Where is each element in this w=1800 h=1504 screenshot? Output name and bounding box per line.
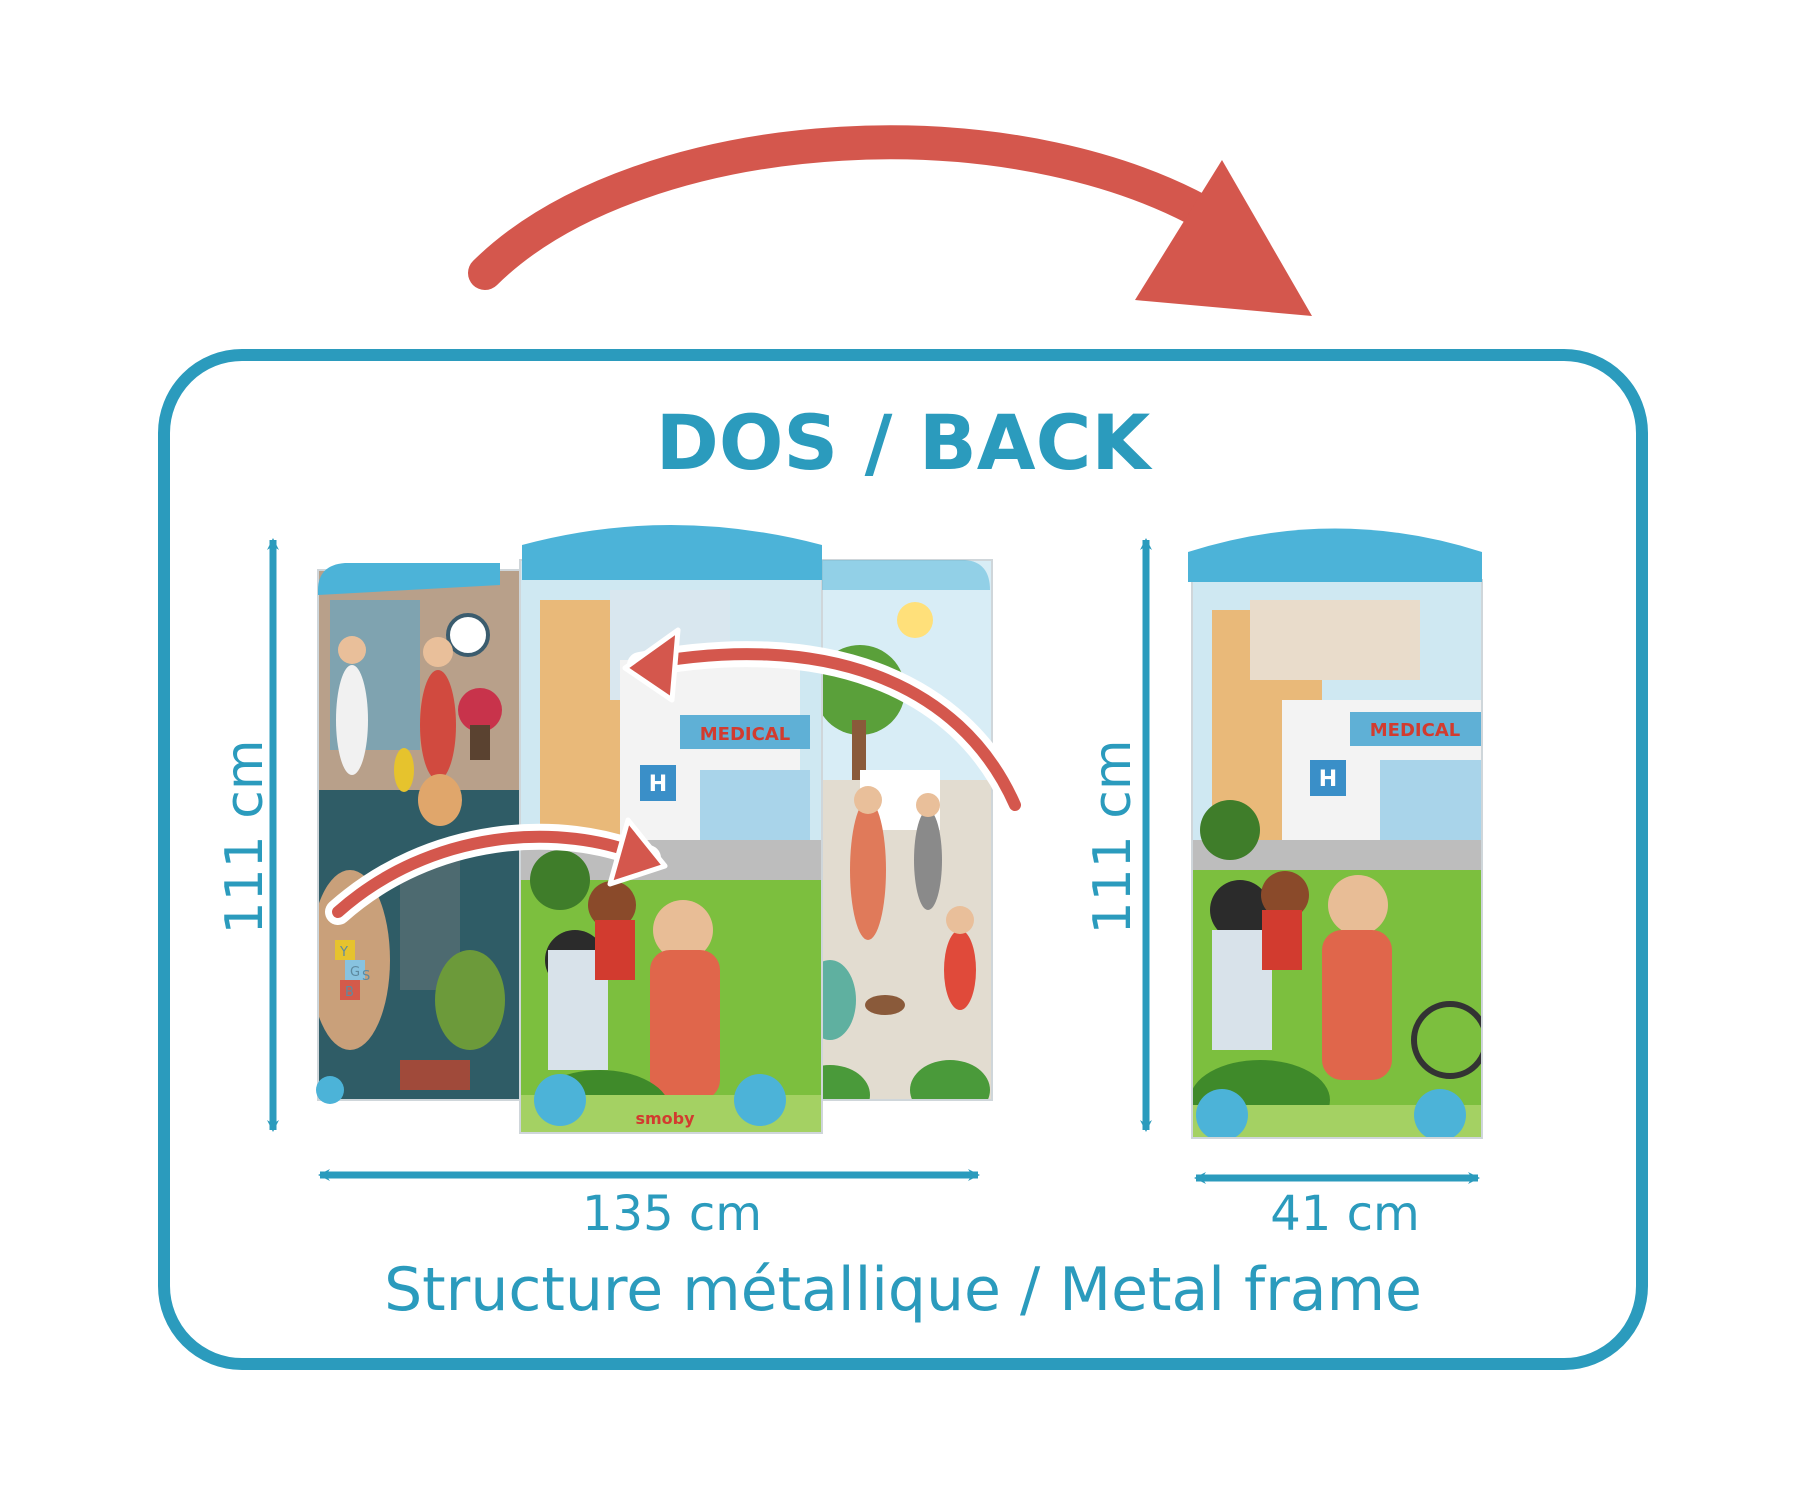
open-height-label: 111 cm (215, 739, 275, 934)
block-letter: B (345, 985, 354, 1000)
folded-panel-image: MEDICAL H (1188, 528, 1483, 1139)
folded-height-label: 111 cm (1083, 739, 1143, 934)
block-letter: S (362, 969, 370, 984)
hospital-letter: H (1319, 767, 1337, 792)
folded-width-label: 41 cm (1270, 1186, 1419, 1242)
frame-border (158, 349, 1648, 1370)
panel-sign-text: MEDICAL (1370, 720, 1460, 741)
top-fold-arrow-icon (468, 125, 1312, 316)
brand-logo: smoby (635, 1109, 695, 1128)
caption: Structure métallique / Metal frame (384, 1255, 1422, 1325)
open-panels-image: Y G B S (316, 525, 1028, 1134)
alphabet-blocks: Y G B S (339, 945, 370, 1000)
page-title: DOS / BACK (656, 398, 1154, 487)
hospital-letter: H (649, 772, 667, 797)
inner-fold-arrow-icon (622, 627, 1028, 818)
block-letter: Y (339, 945, 348, 960)
inner-fold-arrow-icon (325, 817, 668, 925)
panel-sign-text: MEDICAL (700, 724, 790, 745)
open-width-label: 135 cm (582, 1186, 762, 1242)
block-letter: G (350, 965, 360, 980)
